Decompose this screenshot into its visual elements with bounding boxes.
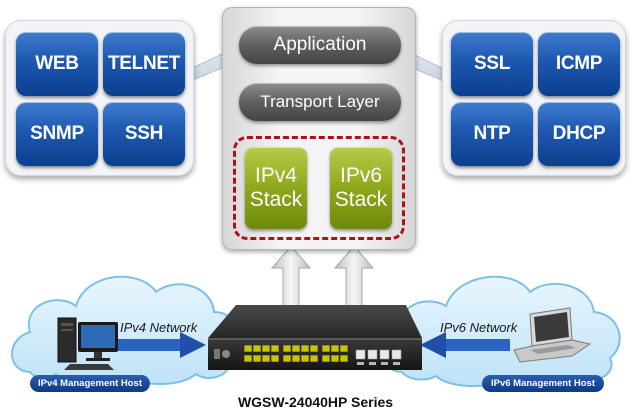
ip-stack-boundary	[233, 136, 405, 240]
ipv4-network-label: IPv4 Network	[120, 320, 198, 335]
ipv4-management-host-label: IPv4 Management Host	[30, 375, 150, 392]
application-layer: Application	[239, 26, 401, 64]
ipv6-stack-line2: Stack	[334, 188, 388, 211]
desktop-computer-icon	[57, 317, 118, 370]
telnet-button: TELNET	[103, 32, 185, 96]
ipv6-stack-line1: IPv6	[339, 164, 383, 187]
right-protocol-panel: SSL ICMP NTP DHCP	[442, 20, 626, 176]
network-switch-icon	[208, 305, 422, 370]
transport-layer: Transport Layer	[239, 83, 401, 121]
ipv4-stack-line2: Stack	[249, 188, 303, 211]
snmp-button: SNMP	[16, 102, 98, 166]
ipv6-network-label: IPv6 Network	[440, 320, 518, 335]
dhcp-button: DHCP	[538, 102, 620, 166]
ipv4-stack-line1: IPv4	[254, 164, 298, 187]
ipv6-arrow-icon	[420, 332, 510, 358]
ipv4-stack: IPv4 Stack	[245, 147, 307, 229]
ipv4-arrow-icon	[112, 332, 206, 358]
ntp-button: NTP	[451, 102, 533, 166]
device-series-caption: WGSW-24040HP Series	[237, 394, 394, 410]
ipv6-management-host-label: IPv6 Management Host	[482, 375, 604, 392]
ssl-button: SSL	[451, 32, 533, 96]
icmp-button: ICMP	[538, 32, 620, 96]
ipv6-stack: IPv6 Stack	[330, 147, 392, 229]
ssh-button: SSH	[103, 102, 185, 166]
web-button: WEB	[16, 32, 98, 96]
laptop-icon	[513, 307, 592, 363]
left-protocol-panel: WEB TELNET SNMP SSH	[5, 20, 194, 176]
